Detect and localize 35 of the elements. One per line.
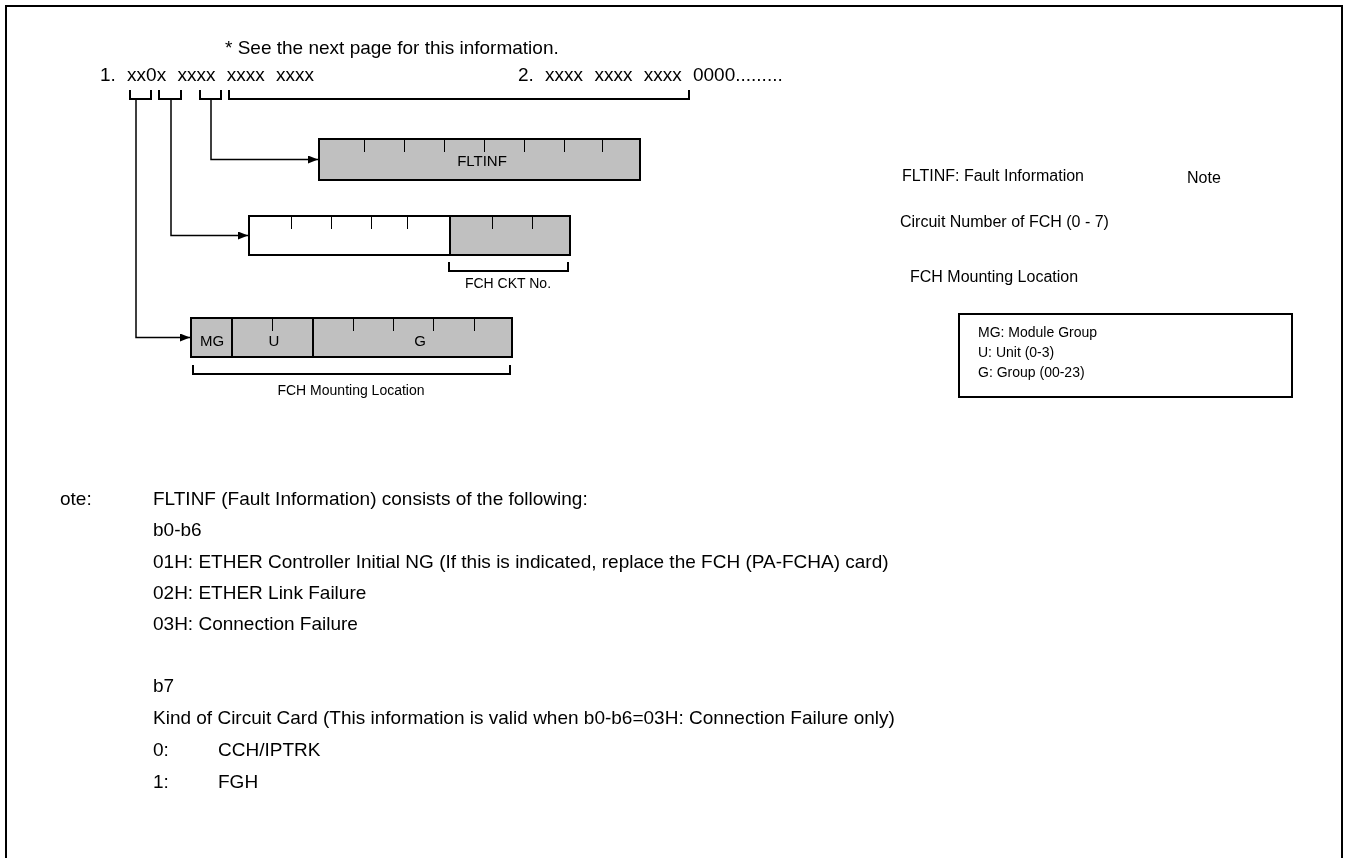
note-text: 01H: ETHER Controller Initial NG (If this is indicated, replace the FCH (PA-FCHA) card): [153, 551, 889, 573]
bit-label: b7: [153, 675, 175, 697]
field-caption: FCH CKT No.: [464, 275, 552, 291]
arrow: [170, 99, 249, 240]
field-label: FLTINF: [457, 152, 507, 170]
note-text: Kind of Circuit Card (This information is valid when b0-b6=03H: Connection Failure only): [153, 707, 895, 729]
legend-entry: U: Unit (0-3): [978, 343, 1055, 361]
register-field: [190, 317, 513, 358]
note-label: ote:: [60, 488, 92, 510]
legend-box: [958, 313, 1293, 398]
register-field: [248, 215, 571, 256]
note-text: FLTINF (Fault Information) consists of the following:: [153, 488, 588, 510]
code-string: 2. xxxx xxxx xxxx 0000.........: [518, 64, 783, 86]
legend-text: Circuit Number of FCH (0 - 7): [900, 212, 1109, 232]
field-label: G: [414, 332, 426, 350]
legend-entry: G: Group (00-23): [978, 363, 1085, 381]
legend-text: FLTINF: Fault Information: [902, 166, 1084, 186]
note-text: * See the next page for this information.: [225, 37, 559, 59]
code-string: 1. xx0x xxxx xxxx xxxx: [100, 64, 315, 86]
note-text: FGH: [218, 771, 259, 793]
field-label: MG: [199, 332, 225, 350]
arrow: [210, 99, 319, 164]
bit-label: b0-b6: [153, 519, 202, 541]
value-code: 0:: [153, 739, 169, 761]
note-marker: Note: [1187, 168, 1221, 188]
field-caption: FCH Mounting Location: [277, 382, 425, 398]
note-text: 03H: Connection Failure: [153, 613, 358, 635]
register-field: [318, 138, 641, 181]
note-text: 02H: ETHER Link Failure: [153, 582, 367, 604]
note-text: CCH/IPTRK: [218, 739, 321, 761]
value-code: 1:: [153, 771, 169, 793]
legend-entry: MG: Module Group: [978, 323, 1098, 341]
field-label: U: [268, 332, 280, 350]
legend-text: FCH Mounting Location: [910, 267, 1079, 287]
arrow: [135, 99, 191, 342]
